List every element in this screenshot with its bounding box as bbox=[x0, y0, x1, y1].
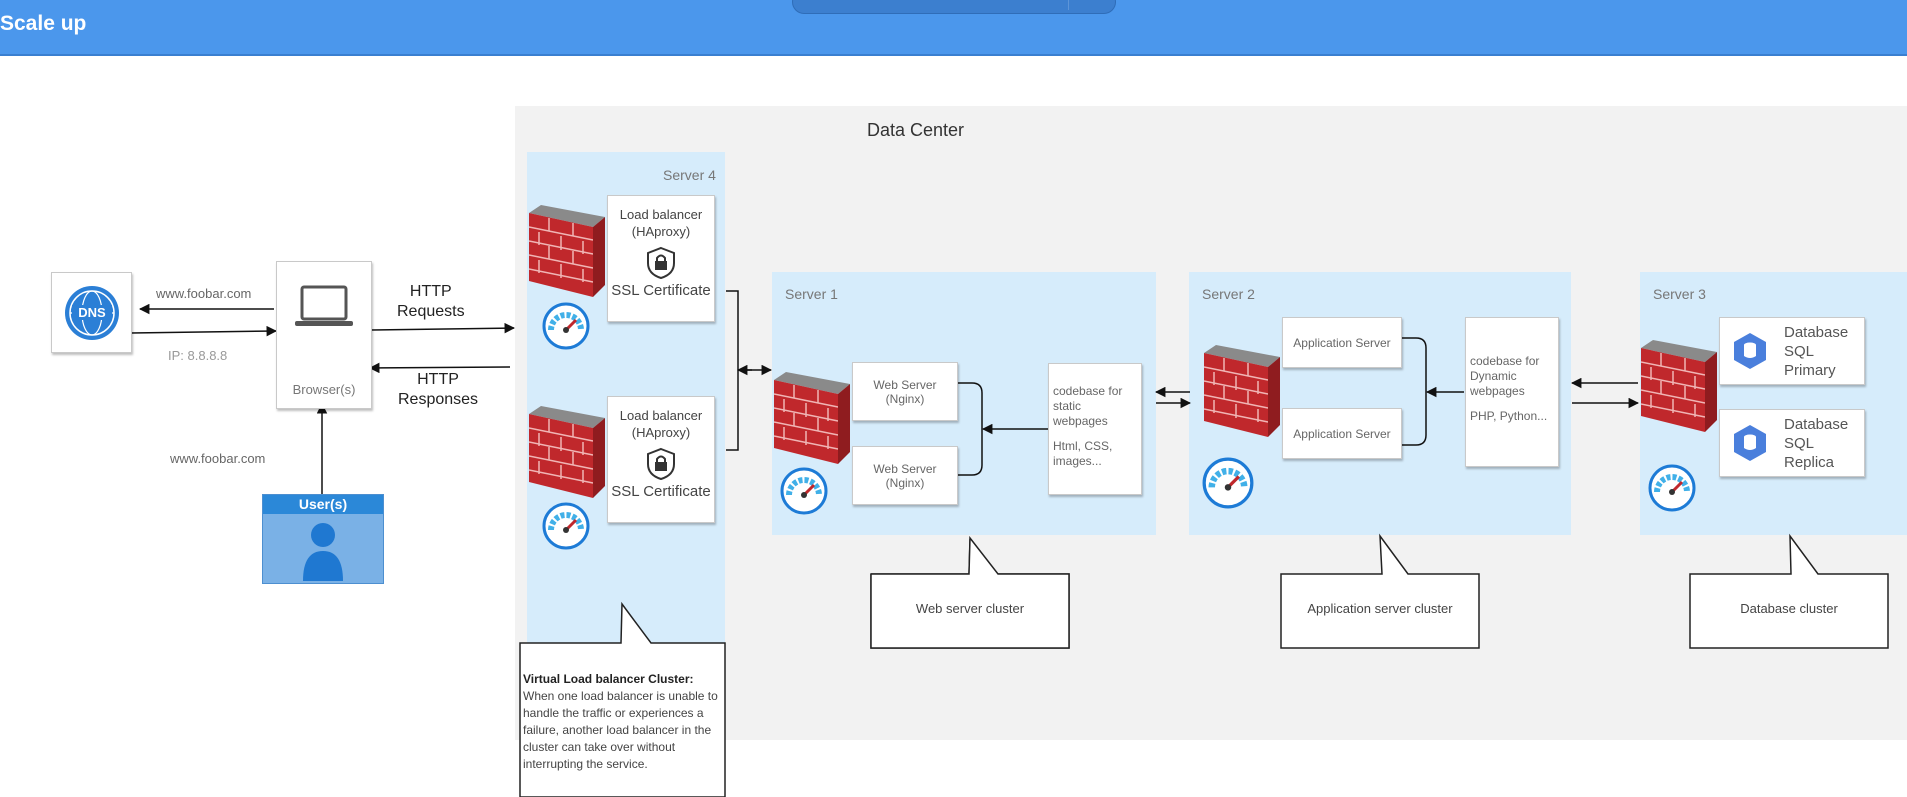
database-primary[interactable]: Database SQL Primary bbox=[1719, 317, 1865, 385]
bracket-web-servers bbox=[958, 382, 983, 476]
monitoring-gauge-icon bbox=[1202, 457, 1254, 509]
server1-label: Server 1 bbox=[785, 286, 838, 302]
callout-lb-cluster: Virtual Load balancer Cluster: When one … bbox=[523, 671, 723, 773]
dynamic-codebase[interactable]: codebase for Dynamic webpages PHP, Pytho… bbox=[1465, 317, 1559, 467]
user-node[interactable]: User(s) bbox=[262, 494, 384, 584]
load-balancer-1[interactable]: Load balancer (HAproxy) SSL Certificate bbox=[607, 195, 715, 322]
callout-db-cluster: Database cluster bbox=[1740, 601, 1838, 616]
browser-node[interactable]: Browser(s) bbox=[276, 261, 372, 409]
callout-db-cluster-shape bbox=[1689, 533, 1889, 649]
load-balancer-2[interactable]: Load balancer (HAproxy) SSL Certificate bbox=[607, 396, 715, 523]
arrow-http-responses bbox=[368, 362, 511, 374]
firewall-icon bbox=[529, 406, 605, 498]
top-bar: Scale up bbox=[0, 0, 1907, 56]
data-center-title: Data Center bbox=[867, 120, 965, 140]
server4-label: Server 4 bbox=[663, 167, 716, 183]
callout-app-cluster: Application server cluster bbox=[1307, 601, 1453, 616]
lb-cluster-title: Virtual Load balancer Cluster: bbox=[523, 672, 694, 686]
server2-label: Server 2 bbox=[1202, 286, 1255, 302]
laptop-icon bbox=[295, 285, 353, 326]
lb1-ssl: SSL Certificate bbox=[611, 282, 711, 299]
app-server-2[interactable]: Application Server bbox=[1282, 408, 1402, 459]
lock-shield-icon bbox=[647, 447, 675, 481]
callout-lb-cluster-shape bbox=[519, 601, 726, 797]
firewall-icon bbox=[1204, 345, 1280, 437]
server3-label: Server 3 bbox=[1653, 286, 1706, 302]
monitoring-gauge-icon bbox=[542, 502, 590, 550]
callout-app-cluster-shape bbox=[1280, 533, 1480, 649]
bracket-app-servers bbox=[1402, 337, 1427, 446]
app-server-1[interactable]: Application Server bbox=[1282, 317, 1402, 368]
domain-label-bottom: www.foobar.com bbox=[170, 451, 266, 466]
database-replica[interactable]: Database SQL Replica bbox=[1719, 409, 1865, 477]
db-primary-label: Database SQL Primary bbox=[1784, 323, 1849, 379]
http-responses-label: HTTP Responses bbox=[398, 371, 479, 408]
lb-cluster-text: When one load balancer is unable to hand… bbox=[523, 689, 718, 771]
svg-text:DNS: DNS bbox=[78, 305, 106, 320]
dns-node[interactable]: DNS bbox=[51, 272, 132, 353]
lb1-title: Load balancer (HAproxy) bbox=[619, 207, 703, 239]
page-title: Scale up bbox=[0, 12, 87, 35]
lock-shield-icon bbox=[647, 246, 675, 280]
browser-label: Browser(s) bbox=[292, 382, 356, 397]
firewall-icon bbox=[774, 372, 850, 464]
callout-web-cluster: Web server cluster bbox=[915, 601, 1025, 616]
domain-label-top: www.foobar.com bbox=[156, 286, 252, 301]
person-icon bbox=[303, 523, 343, 581]
firewall-icon bbox=[529, 205, 605, 297]
monitoring-gauge-icon bbox=[1648, 464, 1696, 512]
db-replica-label: Database SQL Replica bbox=[1784, 415, 1849, 471]
dns-globe-icon: DNS bbox=[64, 285, 119, 340]
monitoring-gauge-icon bbox=[780, 467, 828, 515]
monitoring-gauge-icon bbox=[542, 302, 590, 350]
web-server-2[interactable]: Web Server (Nginx) bbox=[852, 446, 958, 505]
database-icon bbox=[1734, 333, 1766, 369]
web-server-1[interactable]: Web Server (Nginx) bbox=[852, 362, 958, 421]
ip-label: IP: 8.8.8.8 bbox=[168, 348, 228, 363]
arrow-http-requests bbox=[370, 322, 516, 334]
toolbar-divider bbox=[1068, 0, 1069, 10]
user-label: User(s) bbox=[263, 495, 383, 514]
arrow-dns-to-browser bbox=[130, 325, 278, 337]
static-codebase[interactable]: codebase for static webpages Html, CSS, … bbox=[1048, 363, 1142, 495]
callout-web-cluster-fix bbox=[870, 535, 1070, 649]
lb2-ssl: SSL Certificate bbox=[611, 483, 711, 500]
http-requests-label: HTTP Requests bbox=[397, 283, 465, 320]
lb2-title: Load balancer (HAproxy) bbox=[619, 408, 703, 440]
firewall-icon bbox=[1641, 340, 1717, 432]
database-icon bbox=[1734, 425, 1766, 461]
